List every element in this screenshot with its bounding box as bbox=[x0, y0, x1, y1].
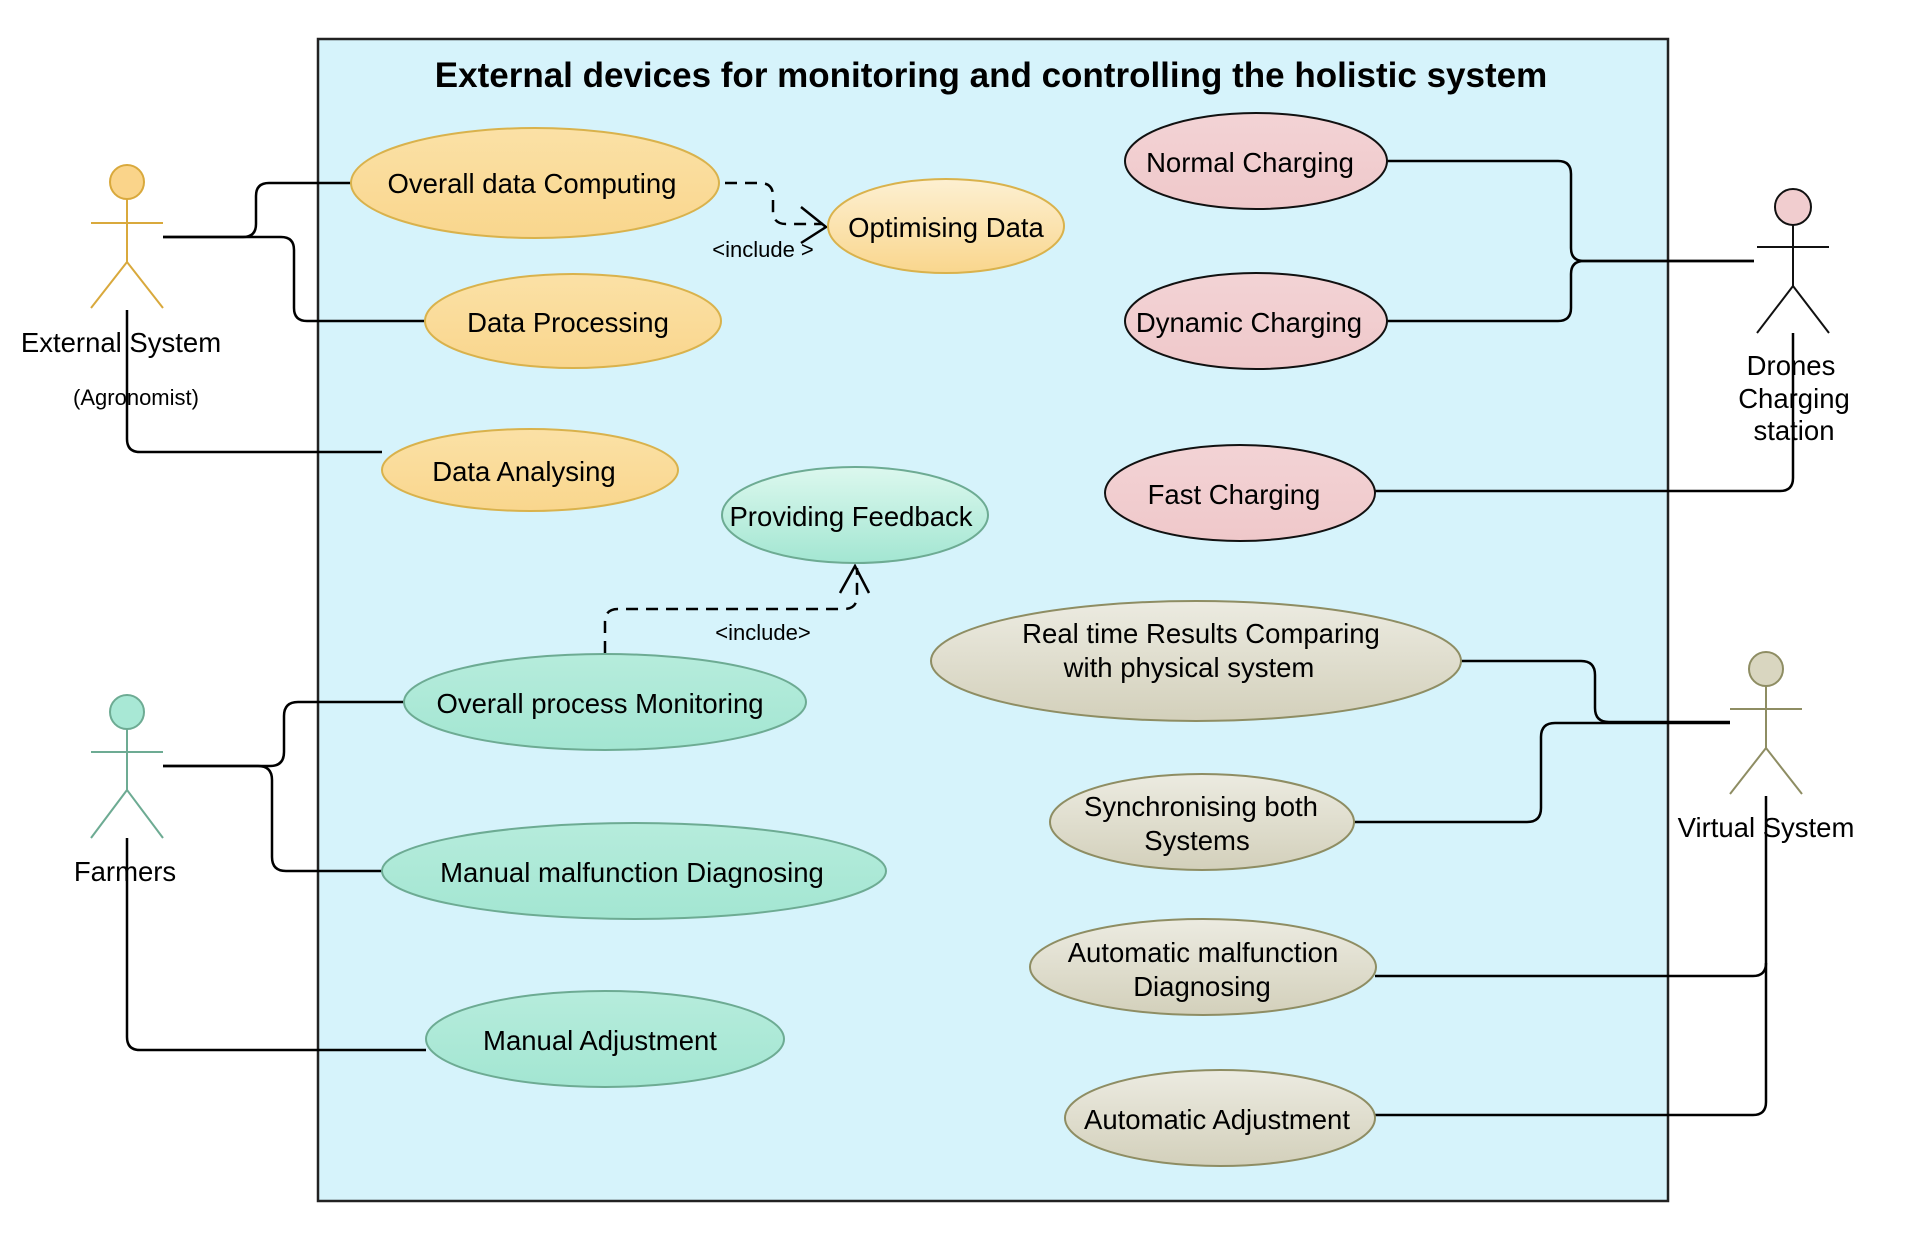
use-case-data-analysing[interactable]: Data Analysing bbox=[381, 428, 679, 512]
use-case-automatic-malfunction-diagnosing[interactable]: Automatic malfunction Diagnosing bbox=[1029, 918, 1377, 1016]
actor-drones-charging-station[interactable]: Drones Charging station bbox=[1738, 188, 1850, 446]
use-case-label: Automatic Adjustment bbox=[1084, 1104, 1350, 1135]
use-case-label-line1: Synchronising both bbox=[1084, 791, 1318, 822]
stick-figure-icon bbox=[1729, 651, 1803, 795]
assoc-farmers-manual-adjustment bbox=[125, 838, 426, 1052]
actor-name-line2: Charging bbox=[1738, 383, 1850, 414]
assoc-virtual-synchronising bbox=[1354, 721, 1730, 824]
include-label-feedback: <include> bbox=[715, 620, 810, 645]
include-relations: <include > <include> bbox=[603, 181, 871, 653]
use-case-label-line1: Real time Results Comparing bbox=[1022, 618, 1380, 649]
include-arrow-data bbox=[725, 181, 823, 226]
use-case-fast-charging[interactable]: Fast Charging bbox=[1104, 444, 1376, 542]
use-case-label-line1: Automatic malfunction bbox=[1068, 937, 1339, 968]
assoc-farmers-overall-process-monitoring bbox=[163, 700, 404, 768]
use-case-automatic-adjustment[interactable]: Automatic Adjustment bbox=[1064, 1069, 1376, 1167]
use-case-label: Fast Charging bbox=[1148, 479, 1321, 510]
include-arrow-feedback bbox=[603, 568, 859, 653]
use-case-normal-charging[interactable]: Normal Charging bbox=[1124, 112, 1388, 210]
include-arrowhead-data bbox=[800, 206, 829, 245]
use-case-label: Manual malfunction Diagnosing bbox=[440, 857, 824, 888]
use-case-overall-data-computing[interactable]: Overall data Computing bbox=[350, 127, 720, 239]
use-case-overall-process-monitoring[interactable]: Overall process Monitoring bbox=[403, 653, 807, 751]
assoc-drones-normal-charging bbox=[1387, 159, 1754, 263]
include-label-data: <include > bbox=[712, 237, 814, 262]
stick-figure-icon bbox=[1756, 188, 1830, 334]
include-arrowhead-feedback bbox=[838, 563, 871, 594]
use-case-label: Manual Adjustment bbox=[483, 1025, 717, 1056]
assoc-drones-fast-charging bbox=[1375, 333, 1795, 493]
assoc-external-data-processing bbox=[163, 235, 425, 323]
system-title: External devices for monitoring and cont… bbox=[435, 56, 1547, 95]
use-case-label-line2: Diagnosing bbox=[1133, 971, 1271, 1002]
assoc-farmers-manual-malfunction bbox=[163, 764, 383, 873]
assoc-external-data-analysing bbox=[125, 310, 382, 454]
actor-name: External System bbox=[21, 327, 221, 358]
actor-name: Drones bbox=[1747, 350, 1836, 381]
use-case-manual-adjustment[interactable]: Manual Adjustment bbox=[425, 990, 785, 1088]
use-case-real-time-results-comparing[interactable]: Real time Results Comparing with physica… bbox=[930, 600, 1462, 722]
assoc-drones-dynamic-charging bbox=[1387, 259, 1754, 323]
use-case-manual-malfunction-diagnosing[interactable]: Manual malfunction Diagnosing bbox=[381, 822, 887, 920]
use-case-label: Providing Feedback bbox=[729, 501, 972, 532]
use-case-label-line2: with physical system bbox=[1063, 652, 1315, 683]
use-case-label: Dynamic Charging bbox=[1136, 307, 1362, 338]
stick-figure-icon bbox=[90, 694, 164, 839]
use-case-label: Normal Charging bbox=[1146, 147, 1354, 178]
use-case-dynamic-charging[interactable]: Dynamic Charging bbox=[1124, 272, 1388, 370]
use-case-synchronising-both-systems[interactable]: Synchronising both Systems bbox=[1049, 773, 1355, 871]
use-case-providing-feedback[interactable]: Providing Feedback bbox=[721, 466, 989, 564]
assoc-virtual-real-time-comparing bbox=[1459, 659, 1730, 724]
actor-name: Virtual System bbox=[1678, 812, 1855, 843]
actor-name-line3: station bbox=[1753, 415, 1834, 446]
actor-role: (Agronomist) bbox=[73, 385, 199, 410]
actor-virtual-system[interactable]: Virtual System bbox=[1678, 651, 1855, 843]
use-case-label: Data Processing bbox=[467, 307, 669, 338]
actor-farmers[interactable]: Farmers bbox=[74, 694, 176, 887]
association-lines bbox=[125, 159, 1795, 1117]
assoc-virtual-automatic-adjustment bbox=[1375, 963, 1768, 1117]
actor-name: Farmers bbox=[74, 856, 176, 887]
use-case-optimising-data[interactable]: Optimising Data bbox=[827, 178, 1065, 274]
use-case-label: Optimising Data bbox=[848, 212, 1044, 243]
use-case-label-line2: Systems bbox=[1144, 825, 1249, 856]
actor-external-system[interactable]: External System (Agronomist) bbox=[21, 164, 221, 410]
use-case-label: Overall data Computing bbox=[388, 168, 677, 199]
stick-figure-icon bbox=[90, 164, 164, 309]
use-case-label: Overall process Monitoring bbox=[436, 688, 763, 719]
use-case-data-processing[interactable]: Data Processing bbox=[424, 273, 722, 369]
use-case-label: Data Analysing bbox=[432, 456, 615, 487]
